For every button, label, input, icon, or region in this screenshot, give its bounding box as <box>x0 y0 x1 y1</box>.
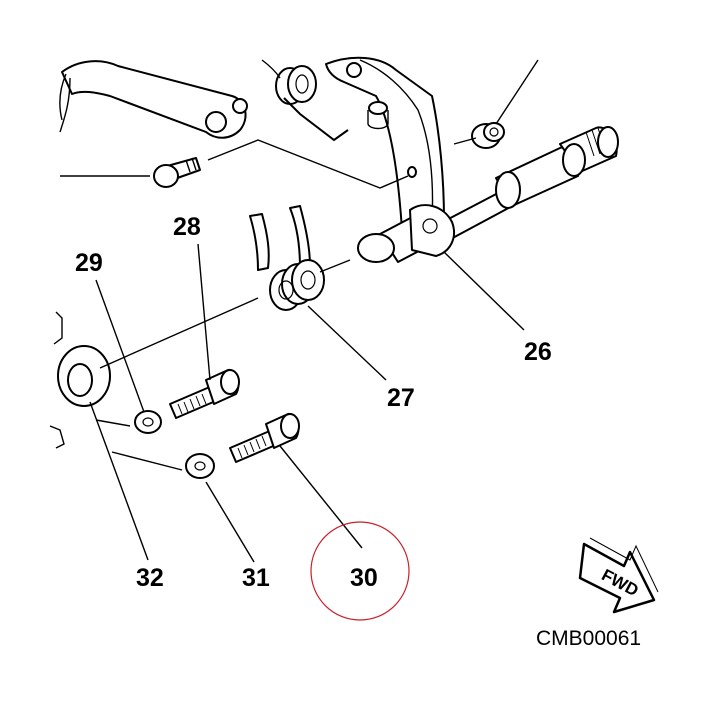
bracket-plate <box>325 56 446 255</box>
upper-spring <box>261 59 349 142</box>
drawing-code: CMB00061 <box>536 627 642 650</box>
callout-27: 27 <box>387 384 415 412</box>
shaft-26 <box>357 126 619 263</box>
bolt-28 <box>169 368 240 419</box>
bolt-30 <box>229 412 300 463</box>
shaft-collar <box>471 122 505 149</box>
bushing-32 <box>49 311 111 449</box>
callout-32: 32 <box>136 564 164 592</box>
highlight-circle <box>310 521 410 621</box>
fwd-direction-icon: FWD <box>578 537 659 614</box>
callout-30: 30 <box>350 564 378 592</box>
pivot-pin <box>153 157 201 188</box>
callout-31: 31 <box>242 564 270 592</box>
lever-arm <box>59 60 248 139</box>
spring-27 <box>249 205 325 311</box>
callout-26: 26 <box>524 338 552 366</box>
leader-lines <box>89 59 539 563</box>
callout-29: 29 <box>75 249 103 277</box>
callout-28: 28 <box>173 213 201 241</box>
alignment-lines <box>60 137 477 471</box>
washer-31 <box>185 453 215 479</box>
washer-29 <box>134 410 162 434</box>
